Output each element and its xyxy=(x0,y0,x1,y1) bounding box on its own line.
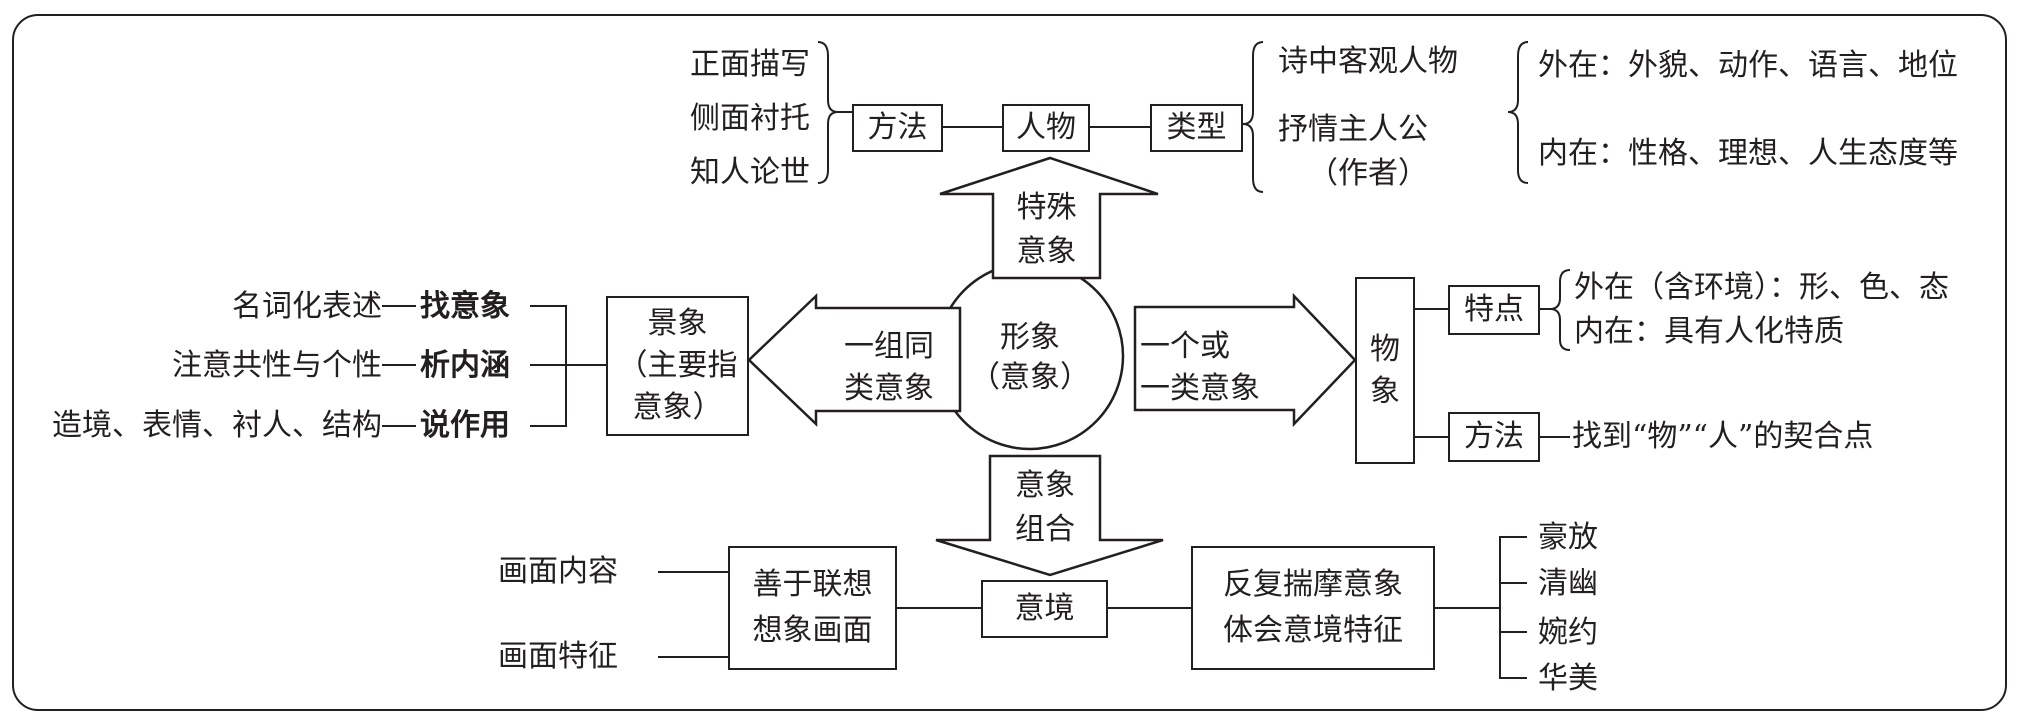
feature-bracket xyxy=(1549,269,1571,351)
right-arrow-label: 一个或 一类意象 xyxy=(1140,329,1260,406)
left-row-3-prefix: 造境、表情、衬人、结构 xyxy=(52,408,382,443)
feature-box: 特点 xyxy=(1448,285,1540,335)
style-bold: 豪放 xyxy=(1538,520,1598,555)
up-arrow-label: 特殊 意象 xyxy=(1016,190,1077,269)
feature-external: 外在（含环境）：形、色、态 xyxy=(1574,270,1949,305)
up-arrow xyxy=(939,156,1159,280)
styles-bracket xyxy=(1499,536,1527,679)
center-label: 形象 （意象） xyxy=(970,320,1090,395)
down-arrow-label: 意象 组合 xyxy=(1015,468,1075,547)
left-arrow-label: 一组同 类意象 xyxy=(844,329,934,406)
method-text: 找到“物”“人”的契合点 xyxy=(1572,419,1874,454)
scene-box: 景象 （主要指 意象） xyxy=(606,296,749,436)
type-box: 类型 xyxy=(1150,104,1243,152)
right-arrow xyxy=(1133,292,1357,428)
left-row-1-action: 找意象 xyxy=(420,289,510,324)
picture-content: 画面内容 xyxy=(498,554,618,589)
realm-box: 意境 xyxy=(981,580,1108,638)
diagram-frame xyxy=(12,14,2007,711)
style-graceful: 婉约 xyxy=(1538,615,1598,650)
character-box: 人物 xyxy=(1002,104,1090,152)
object-box: 物 象 xyxy=(1355,277,1415,464)
ponder-box: 反复揣摩意象 体会意境特征 xyxy=(1191,546,1435,670)
method-item-3: 知人论世 xyxy=(690,155,810,190)
external-traits: 外在：外貌、动作、语言、地位 xyxy=(1538,48,1958,83)
picture-feature: 画面特征 xyxy=(498,639,618,674)
imagine-box: 善于联想 想象画面 xyxy=(728,546,897,670)
down-arrow xyxy=(935,454,1164,577)
method-bracket xyxy=(817,41,839,184)
left-row-2-action: 析内涵 xyxy=(420,348,510,383)
method-item-2: 侧面衬托 xyxy=(690,101,810,136)
type-bracket xyxy=(1242,41,1264,193)
method-box-right: 方法 xyxy=(1448,412,1540,462)
style-serene: 清幽 xyxy=(1538,566,1598,601)
feature-internal: 内在：具有人化特质 xyxy=(1574,314,1844,349)
left-arrow xyxy=(747,293,962,427)
method-box: 方法 xyxy=(852,104,943,152)
method-items: 正面描写 侧面衬托 知人论世 xyxy=(650,38,810,200)
left-row-1-prefix: 名词化表述 xyxy=(232,289,382,324)
internal-traits: 内在：性格、理想、人生态度等 xyxy=(1538,136,1958,171)
method-item-1: 正面描写 xyxy=(690,47,810,82)
type-objective: 诗中客观人物 xyxy=(1278,44,1458,79)
left-row-2-prefix: 注意共性与个性 xyxy=(172,348,382,383)
style-gorgeous: 华美 xyxy=(1538,661,1598,696)
attr-bracket xyxy=(1507,41,1529,184)
left-row-3-action: 说作用 xyxy=(420,408,510,443)
type-lyric-hero: 抒情主人公 xyxy=(1278,112,1428,147)
type-author: （作者） xyxy=(1308,156,1428,191)
